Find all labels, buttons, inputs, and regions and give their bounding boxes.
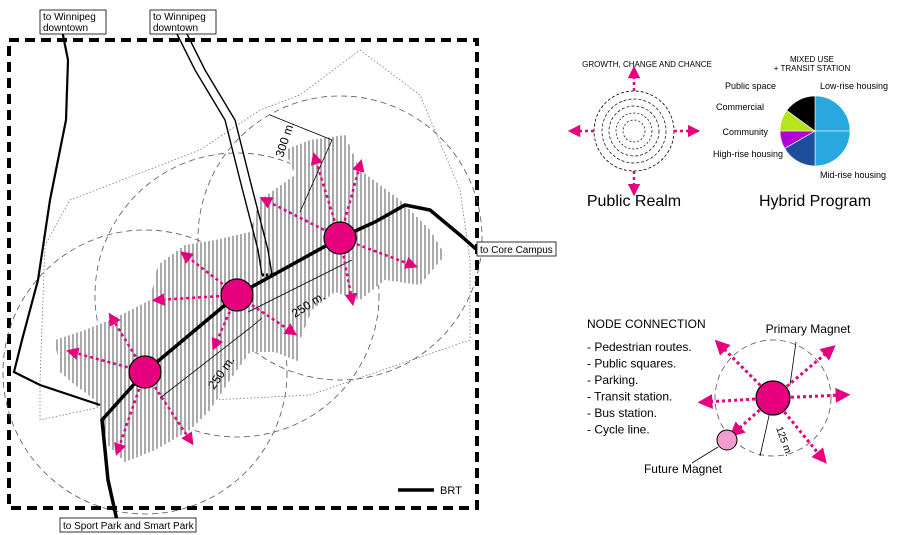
hybrid-heading-line1: MIXED USE: [790, 55, 834, 64]
label-sport-park: to Sport Park and Smart Park: [59, 517, 197, 533]
svg-text:to Sport Park and Smart Park: to Sport Park and Smart Park: [63, 521, 195, 532]
route-arrow-1-4: [108, 312, 147, 373]
public-realm-heading: GROWTH, CHANGE AND CHANCE: [582, 60, 712, 69]
node-list-item: - Parking.: [587, 373, 638, 387]
catchment-circle-1: [2, 229, 288, 515]
catchment-circle-2: [94, 152, 380, 438]
pie-label-4: Community: [722, 127, 768, 137]
svg-text:to Winnipeg: to Winnipeg: [43, 12, 96, 23]
node-radius-circle: [714, 339, 832, 457]
pie-slice-2: [814, 130, 851, 167]
route-arrow-2-4: [236, 293, 298, 336]
catchment-circle-3: [197, 95, 483, 381]
future-magnet-label: Future Magnet: [644, 462, 723, 476]
future-leader-line: [691, 446, 719, 464]
road-west: [12, 29, 101, 407]
pie-slice-1: [814, 95, 851, 132]
program-pie-chart: [779, 95, 851, 167]
site-boundary: [7, 38, 479, 510]
public-realm-title: Public Realm: [587, 193, 681, 210]
primary-magnet-label: Primary Magnet: [766, 322, 851, 336]
brt-legend-label: BRT: [440, 485, 462, 497]
node-list-item: - Transit station.: [587, 390, 672, 404]
primary-leader-line: [789, 341, 797, 386]
magnet-node-1: [128, 355, 162, 389]
label-winnipeg-left: to Winnipeg downtown: [39, 9, 107, 35]
site-map: 300 m. 250 m. 250 m. to Winnipeg downtow…: [2, 9, 557, 533]
node-list-item: - Public squares.: [587, 357, 676, 371]
label-core-campus: to Core Campus: [476, 241, 557, 257]
pie-label-3: High-rise housing: [713, 149, 783, 159]
dim-300-line: [269, 114, 333, 213]
node-list-item: - Bus station.: [587, 406, 657, 420]
node-list-item: - Pedestrian routes.: [587, 340, 692, 354]
dim-250-line-a: [159, 317, 263, 399]
node-list-item: - Cycle line.: [587, 423, 650, 437]
svg-text:downtown: downtown: [43, 23, 88, 34]
primary-magnet-node: [755, 380, 791, 416]
pie-label-1: Low-rise housing: [820, 81, 888, 91]
pie-label-2: Mid-rise housing: [820, 170, 886, 180]
road-north-a: [174, 29, 263, 276]
hybrid-program-panel: MIXED USE + TRANSIT STATION Low-rise hou…: [713, 55, 888, 210]
public-realm-panel: GROWTH, CHANGE AND CHANCE Public Realm: [567, 60, 712, 210]
parcel-outline: [39, 49, 471, 421]
dim-125-label: 125 m.: [773, 425, 794, 457]
growth-arrows: [567, 65, 701, 197]
pie-label-6: Public space: [725, 81, 776, 91]
node-connection-heading: NODE CONNECTION: [587, 317, 706, 331]
node-arrow-3: [697, 394, 774, 410]
road-north-b: [184, 29, 273, 276]
svg-text:downtown: downtown: [153, 23, 198, 34]
magnet-node-3: [323, 221, 357, 255]
hybrid-program-title: Hybrid Program: [759, 193, 871, 210]
dim-250-line-b: [247, 259, 353, 313]
pie-slice-6: [786, 95, 816, 132]
route-arrow-3-4: [338, 237, 357, 307]
hybrid-heading-line2: + TRANSIT STATION: [774, 64, 851, 73]
svg-text:to Winnipeg: to Winnipeg: [153, 12, 206, 23]
node-connection-panel: NODE CONNECTION - Pedestrian routes. - Pu…: [587, 317, 851, 476]
concentric-circles-icon: [593, 90, 675, 172]
pie-label-5: Commercial: [716, 102, 764, 112]
label-winnipeg-right: to Winnipeg downtown: [149, 9, 217, 35]
svg-text:to Core Campus: to Core Campus: [480, 245, 553, 256]
node-connection-list: - Pedestrian routes. - Public squares. - P…: [587, 340, 692, 437]
route-arrow-2-2: [180, 251, 238, 296]
magnet-node-2: [220, 278, 254, 312]
future-magnet-node: [716, 429, 738, 451]
